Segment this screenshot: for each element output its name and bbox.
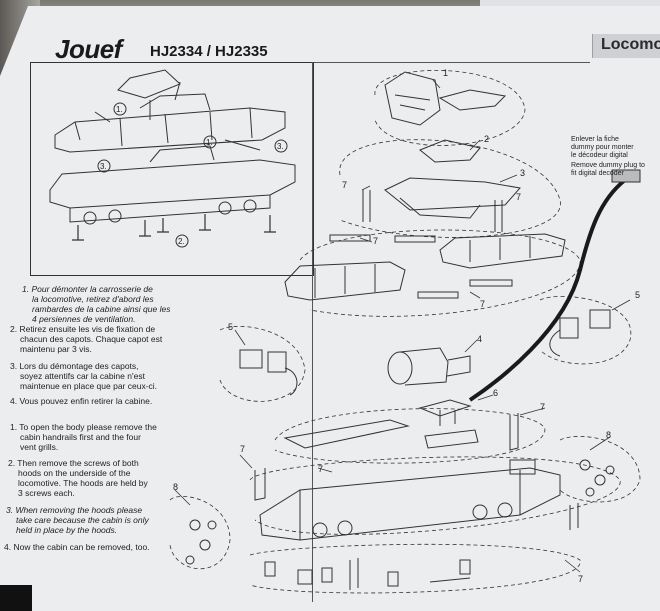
svg-text:1.: 1.: [206, 138, 213, 147]
small-parts-5: [239, 309, 611, 396]
decoder-board: [418, 399, 479, 449]
instruction-fr-4: 4. Vous pouvez enfin retirer la cabine.: [10, 396, 153, 406]
header-tab-text: Locomo: [601, 36, 660, 53]
table-corner: [0, 585, 32, 611]
instruction-en-1: 1. To open the body please remove the ca…: [10, 422, 157, 452]
svg-text:5: 5: [228, 322, 233, 332]
main-chassis: [259, 459, 561, 541]
svg-text:7: 7: [342, 180, 347, 190]
disassembly-frame: [30, 62, 314, 276]
dummy-plug-note: Enlever la fiche dummy pour monter le dé…: [571, 136, 645, 177]
svg-text:7: 7: [578, 574, 583, 584]
svg-text:2.: 2.: [178, 237, 185, 246]
svg-text:3.: 3.: [277, 142, 284, 151]
svg-text:8: 8: [606, 430, 611, 440]
small-parts-8: [185, 459, 615, 565]
weight-plate: [283, 419, 410, 449]
svg-text:3: 3: [520, 168, 525, 178]
instruction-en-2: 2. Then remove the screws of both hoods …: [8, 458, 148, 498]
hood-right: [439, 233, 566, 269]
vent-grills: [329, 190, 513, 299]
svg-text:7: 7: [540, 402, 545, 412]
svg-text:7: 7: [480, 299, 485, 309]
svg-text:1.: 1.: [116, 105, 123, 114]
instruction-en-4: 4. Now the cabin can be removed, too.: [4, 542, 150, 552]
arrows-left: [94, 81, 261, 151]
pantograph-assembly: [384, 71, 507, 163]
svg-text:7: 7: [373, 236, 378, 246]
model-numbers: HJ2334 / HJ2335: [150, 43, 268, 60]
instruction-sheet: [0, 6, 660, 611]
loco-chassis: [49, 145, 296, 225]
leader-lines: [174, 79, 631, 573]
svg-text:7: 7: [318, 464, 323, 474]
instruction-fr-1: 1. Pour démonter la carrosserie de la lo…: [22, 284, 171, 324]
part-numbers: 1 2 3 7 7 7 7 5 5 4 6 7 8 7 7 8 7: [173, 68, 640, 584]
header-rule: [150, 62, 590, 63]
dashed-groupings: [169, 70, 641, 594]
bottom-parts: [264, 559, 471, 587]
svg-text:4: 4: [477, 334, 482, 344]
brand-logo: Jouef: [55, 34, 122, 64]
instruction-fr-2: 2. Retirez ensuite les vis de fixation d…: [10, 324, 163, 354]
callout-labels: 1. 1. 3. 2. 3.: [100, 105, 284, 246]
motor: [387, 347, 471, 386]
handrails: [254, 413, 579, 590]
hood-left: [284, 261, 406, 301]
instruction-en-3: 3. When removing the hoods please take c…: [6, 505, 149, 535]
svg-text:8: 8: [173, 482, 178, 492]
instruction-fr-3: 3. Lors du démontage des capots, soyez a…: [10, 361, 158, 391]
svg-text:3.: 3.: [100, 162, 107, 171]
header-tab: Locomo: [592, 34, 660, 58]
loco-body-upper: [54, 69, 286, 153]
svg-text:1: 1: [443, 68, 448, 78]
roof-section: [384, 177, 521, 219]
svg-text:7: 7: [516, 192, 521, 202]
screws-left: [72, 214, 276, 241]
column-divider: [312, 62, 313, 602]
svg-text:7: 7: [240, 444, 245, 454]
dummy-plug: [611, 169, 641, 183]
decoder-cable: [468, 178, 627, 402]
svg-text:6: 6: [493, 388, 498, 398]
svg-text:2: 2: [484, 134, 489, 144]
svg-text:5: 5: [635, 290, 640, 300]
